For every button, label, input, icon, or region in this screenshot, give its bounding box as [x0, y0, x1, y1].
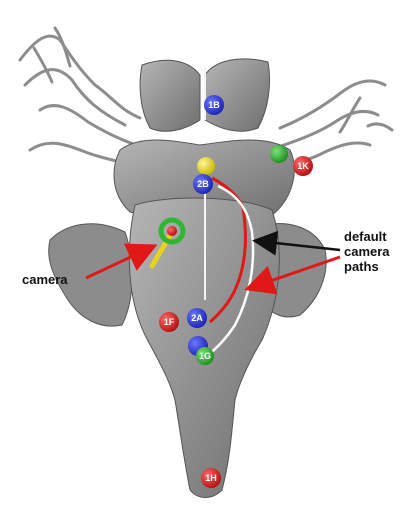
svg-text:1F: 1F — [164, 317, 175, 327]
camera-label: camera — [22, 272, 68, 287]
camera-lens — [167, 226, 177, 236]
svg-text:2A: 2A — [191, 313, 203, 323]
default-camera-paths-label-line2: camera — [344, 244, 390, 259]
marker-green-right — [270, 145, 288, 163]
svg-text:1G: 1G — [199, 351, 211, 361]
dorsal-lobe-left — [140, 60, 200, 131]
marker-1H: 1H — [201, 468, 221, 488]
marker-2B: 2B — [193, 174, 213, 194]
default-camera-paths-label-line3: paths — [344, 259, 379, 274]
marker-1F: 1F — [159, 312, 179, 332]
marker-1K: 1K — [293, 156, 313, 176]
marker-yellow — [197, 157, 215, 175]
default-camera-paths-label-line1: default — [344, 229, 387, 244]
marker-2A: 2A — [187, 308, 207, 328]
marker-1B: 1B — [204, 95, 224, 115]
svg-text:1B: 1B — [208, 100, 220, 110]
svg-text:1H: 1H — [205, 473, 217, 483]
svg-text:2B: 2B — [197, 179, 209, 189]
svg-text:1K: 1K — [297, 161, 309, 171]
